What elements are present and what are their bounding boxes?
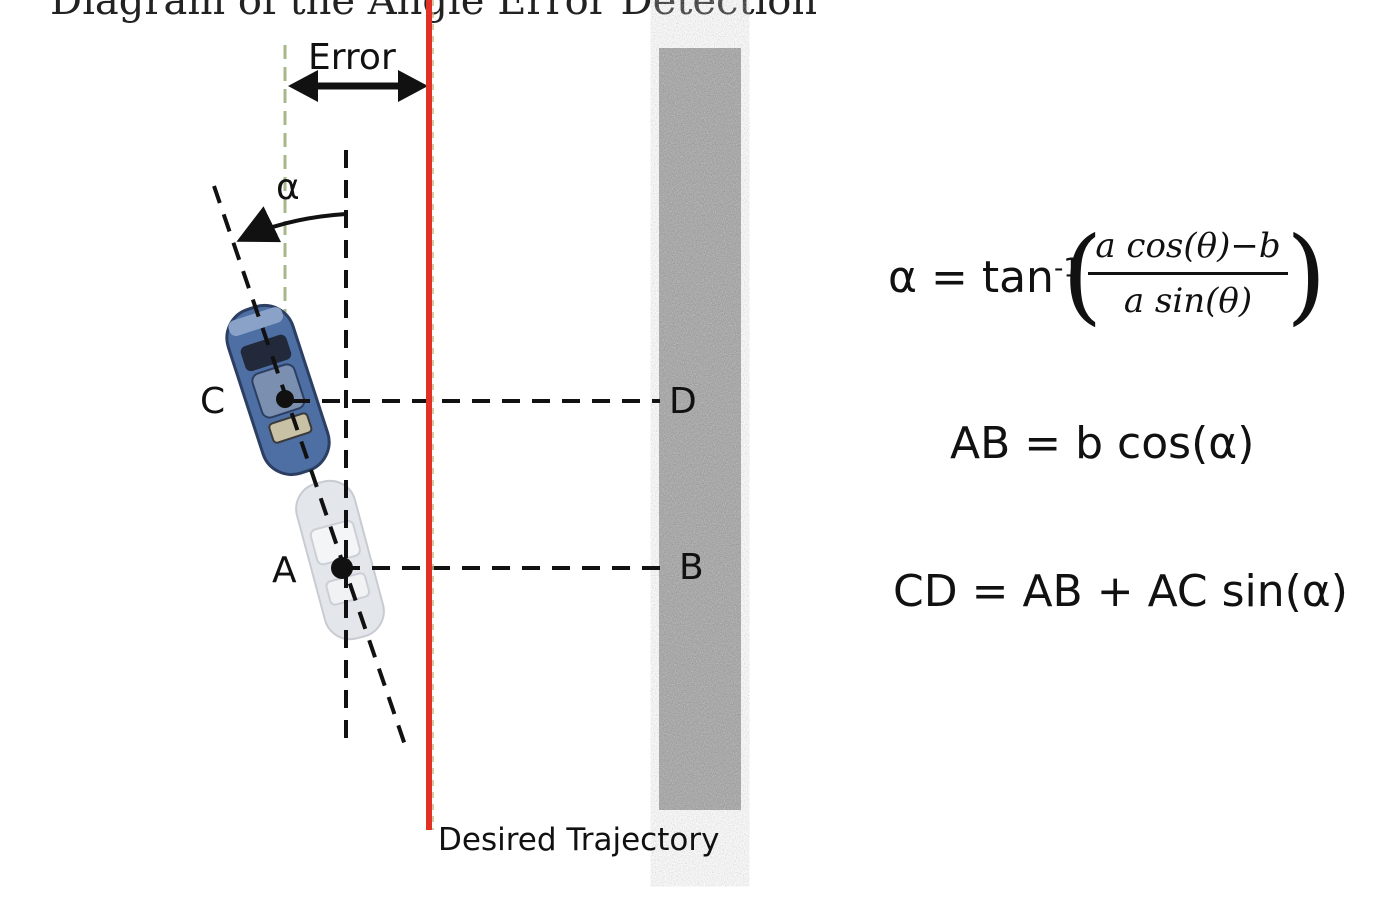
alpha-left-paren: ( [1062,214,1103,336]
car-current [225,304,331,476]
alpha-fraction: a cos(θ)−b a sin(θ) [1088,226,1288,321]
heading-dashed-line [212,185,407,746]
alpha-equation-superscript: -1 [1053,253,1080,284]
cd-equation: CD = AB + AC sin(α) [893,566,1348,617]
alpha-label: α [276,167,300,208]
point-a-label: A [272,550,297,591]
desired-trajectory-label: Desired Trajectory [438,822,720,858]
error-label: Error [308,37,396,78]
alpha-arc [236,206,347,243]
alpha-numerator: a cos(θ)−b [1088,226,1288,275]
point-c-marker [276,390,294,408]
ab-equation: AB = b cos(α) [950,418,1255,469]
alpha-denominator: a sin(θ) [1123,281,1253,321]
point-d-label: D [669,381,697,422]
point-a-marker [331,557,353,579]
point-c-label: C [200,381,226,422]
wall [659,48,741,810]
alpha-equation-lhs: α = tan-1 [888,252,1080,303]
point-b-label: B [679,547,704,588]
alpha-right-paren: ) [1286,214,1327,336]
error-arrow [288,70,428,102]
alpha-equation-lhs-text: α = tan [888,252,1054,303]
